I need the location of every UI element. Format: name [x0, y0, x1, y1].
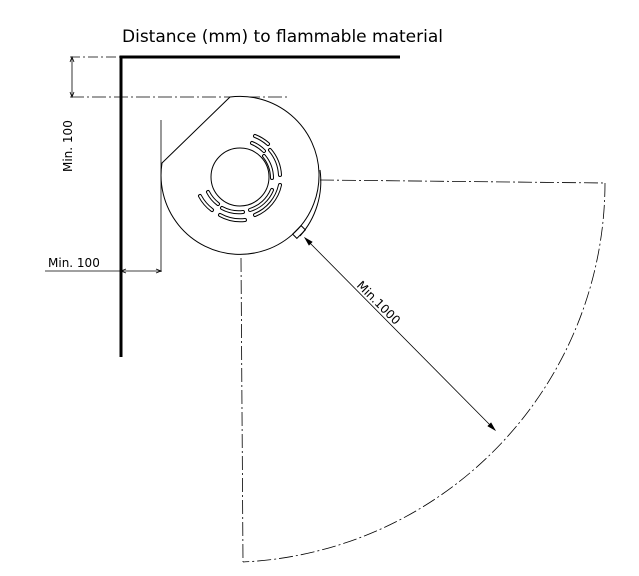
side-clearance-label: Min. 100 — [48, 256, 100, 270]
stove-outline — [160, 95, 322, 255]
side-clearance-dimension — [45, 120, 163, 274]
front-clearance-dimension — [303, 236, 497, 432]
front-clearance-label: Min.1000 — [354, 278, 403, 327]
back-clearance-label: Min. 100 — [61, 120, 75, 172]
back-clearance-dimension — [69, 55, 290, 99]
front-clearance-zone — [240, 179, 606, 563]
diagram-title: Distance (mm) to flammable material — [122, 27, 443, 47]
